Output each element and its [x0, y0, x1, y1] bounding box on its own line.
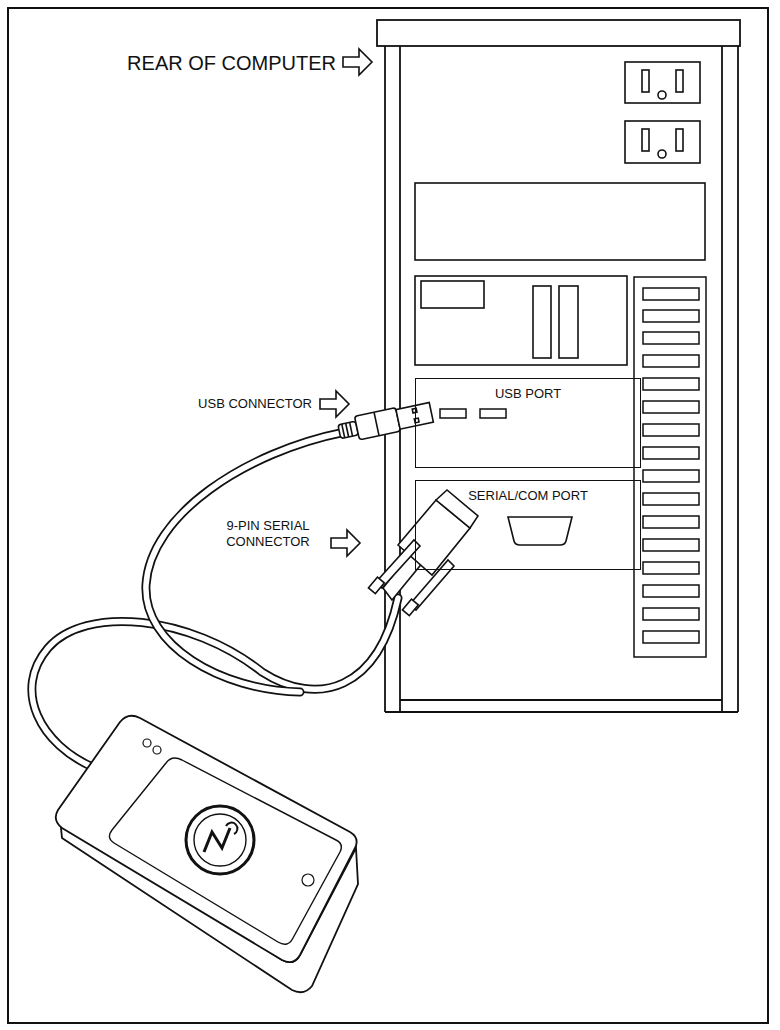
vent-slots-part — [643, 562, 699, 574]
usb-sockets — [440, 409, 506, 418]
serial-plug-part — [402, 599, 418, 616]
nfc-reader-part — [204, 828, 230, 852]
power-outlet — [625, 62, 700, 163]
io-panel-part — [559, 286, 578, 358]
vent-slots-part — [643, 608, 699, 620]
vent-slots-part — [643, 470, 699, 482]
drive-bay-part — [415, 183, 705, 260]
nfc-reader-part — [302, 874, 314, 886]
callout-label: 9-PIN SERIAL CONNECTOR — [214, 518, 322, 549]
io-panel-part — [533, 286, 551, 358]
serial-plug-part — [368, 577, 384, 594]
vent-slots-part — [643, 493, 699, 505]
io-panel-part — [421, 281, 484, 308]
drive-bay — [415, 183, 705, 260]
reader-cable — [32, 432, 398, 768]
nfc-reader-part — [153, 746, 161, 754]
computer-case-part — [377, 20, 740, 46]
serial-plug — [368, 490, 478, 616]
power-outlet-part — [642, 70, 649, 92]
computer-case-part — [384, 46, 386, 712]
usb-plug — [337, 401, 434, 444]
power-outlet-part — [658, 150, 666, 158]
vent-slots-part — [643, 332, 699, 344]
power-outlet-part — [642, 129, 649, 151]
reader-cable-part — [146, 432, 345, 692]
computer-case-part — [385, 711, 738, 713]
power-outlet-part — [676, 70, 683, 92]
usb-plug-part — [346, 423, 349, 437]
vent-slots-part — [643, 585, 699, 597]
serial-socket — [508, 517, 572, 545]
computer-case-part — [721, 46, 723, 712]
vent-slots — [634, 277, 706, 657]
pointer-arrow-part — [320, 391, 349, 417]
nfc-reader-part — [194, 814, 246, 866]
vent-slots-part — [643, 424, 699, 436]
vent-slots-part — [643, 447, 699, 459]
io-panel — [415, 276, 627, 365]
computer-case — [377, 20, 740, 712]
page-frame — [8, 8, 768, 1023]
computer-case-part — [399, 46, 401, 712]
usb-plug-part — [350, 422, 353, 436]
port-label: USB PORT — [416, 379, 640, 401]
usb-plug-part — [374, 412, 379, 435]
nfc-reader-part — [186, 806, 254, 874]
vent-slots-part — [643, 355, 699, 367]
computer-case-part — [737, 46, 739, 712]
nfc-reader-part — [226, 823, 237, 834]
vent-slots-part — [634, 277, 706, 657]
vent-slots-part — [643, 631, 699, 643]
nfc-reader-part — [56, 716, 357, 962]
callout-label: REAR OF COMPUTER — [127, 51, 336, 75]
usb-sockets-part — [480, 409, 506, 418]
serial-socket-part — [508, 517, 572, 545]
power-outlet-part — [658, 91, 666, 99]
usb-plug-part — [342, 424, 345, 438]
pointer-arrow — [320, 49, 372, 556]
port-label: SERIAL/COM PORT — [416, 481, 640, 503]
pointer-arrow-part — [331, 530, 360, 556]
vent-slots-part — [643, 539, 699, 551]
vent-slots-part — [643, 378, 699, 390]
reader-cable-part — [32, 598, 398, 768]
io-panel-part — [415, 276, 627, 365]
computer-case-part — [400, 699, 722, 701]
callout-label: USB CONNECTOR — [198, 396, 312, 412]
vent-slots-part — [643, 516, 699, 528]
port-panel: SERIAL/COM PORT — [415, 480, 641, 570]
nfc-reader — [56, 716, 358, 993]
nfc-reader-part — [143, 739, 151, 747]
usb-sockets-part — [440, 409, 466, 418]
reader-cable-part — [32, 598, 398, 768]
vent-slots-part — [643, 288, 699, 300]
usb-plug-part — [354, 408, 400, 440]
pointer-arrow-part — [343, 49, 372, 75]
vent-slots-part — [643, 310, 699, 322]
reader-cable-part — [146, 432, 345, 692]
nfc-reader-part — [109, 758, 341, 944]
power-outlet-part — [625, 121, 700, 163]
vent-slots-part — [643, 401, 699, 413]
power-outlet-part — [625, 62, 700, 103]
power-outlet-part — [676, 129, 683, 151]
port-panel: USB PORT — [415, 378, 641, 468]
